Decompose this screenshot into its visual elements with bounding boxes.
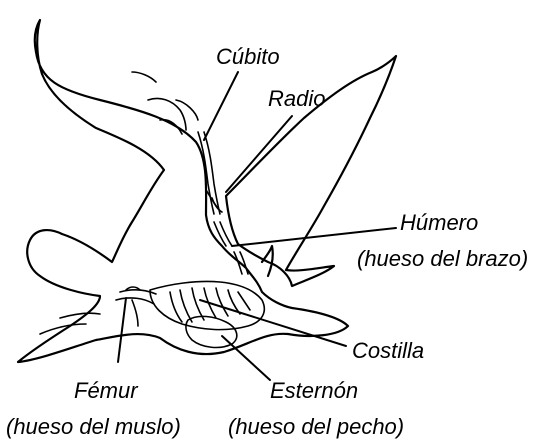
- pelvis-bone: [116, 298, 154, 304]
- rib-bone: [180, 290, 192, 322]
- humero-leader-line: [232, 228, 396, 246]
- label-femur-sub: (hueso del muslo): [6, 414, 181, 439]
- label-costilla: Costilla: [352, 338, 424, 363]
- tail-bone: [60, 313, 100, 318]
- costilla-leader-line: [200, 300, 346, 346]
- wing-digit-bone: [132, 72, 156, 82]
- tail-bone: [40, 324, 86, 334]
- label-cubito: Cúbito: [216, 44, 280, 69]
- label-humero-sub: (hueso del brazo): [357, 246, 528, 271]
- femur-leader-line: [118, 298, 126, 362]
- rib-bone: [170, 292, 182, 322]
- rib-bone: [216, 288, 228, 316]
- label-femur: Fémur: [74, 378, 139, 403]
- cubito-leader-line: [204, 72, 238, 140]
- esternon-leader-line: [222, 336, 270, 380]
- wing-digit-bone: [148, 98, 186, 130]
- femur-bone: [132, 300, 138, 326]
- label-esternon: Esternón: [270, 378, 358, 403]
- label-humero: Húmero: [400, 210, 478, 235]
- label-radio: Radio: [268, 86, 325, 111]
- radio-leader-line: [226, 116, 292, 192]
- rib-bone: [192, 288, 204, 320]
- rib-bone: [238, 292, 250, 310]
- label-esternon-sub: (hueso del pecho): [228, 414, 404, 439]
